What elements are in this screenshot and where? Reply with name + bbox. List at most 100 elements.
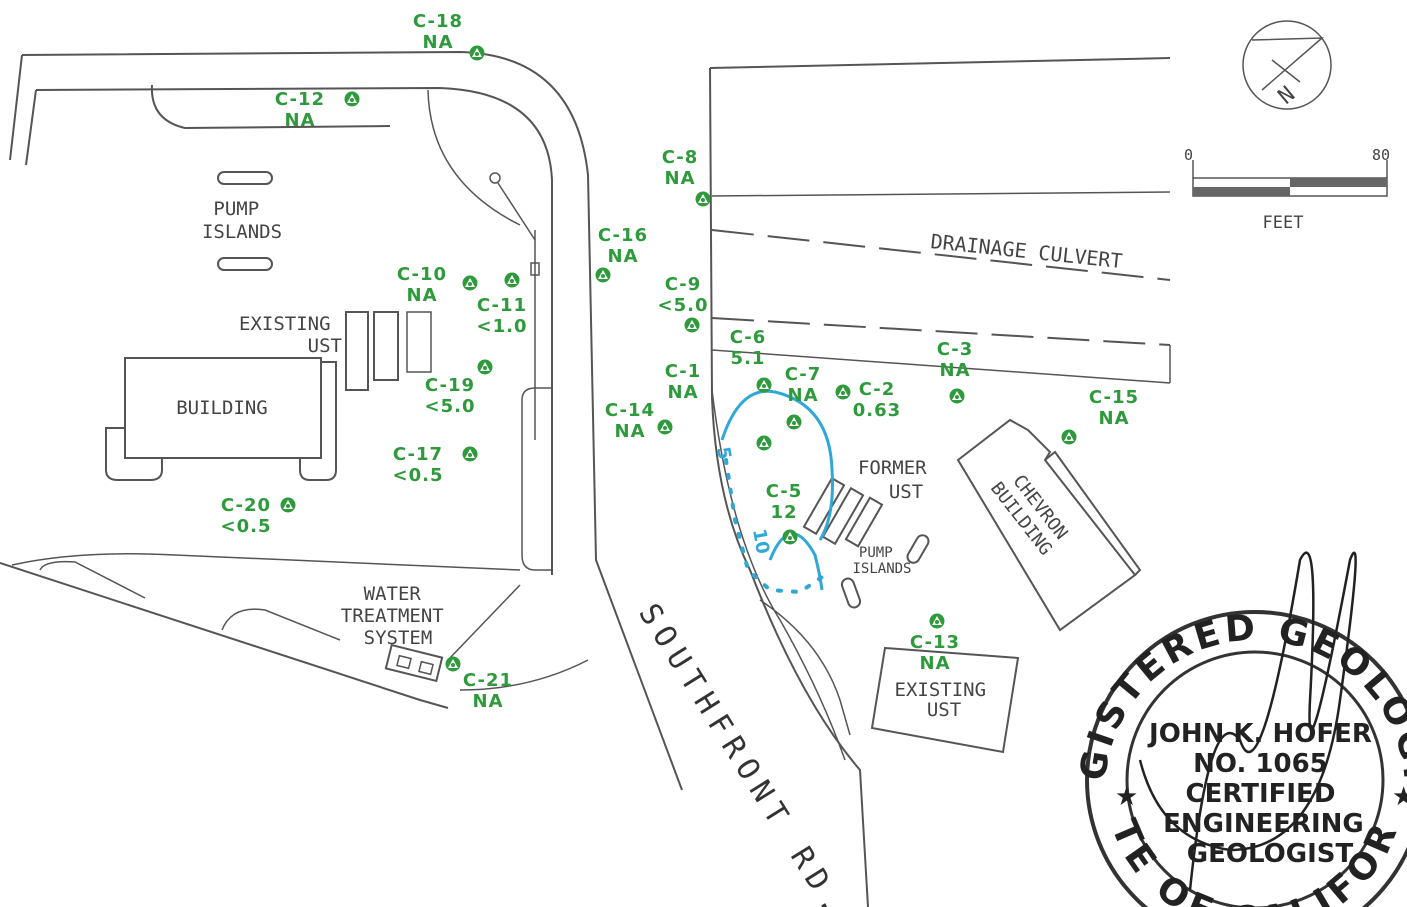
well-value: NA [940,360,971,381]
well-marker-icon [756,435,772,451]
existing-ust-east [870,646,1020,754]
well-marker-icon [477,359,493,375]
contour-5 [720,389,834,541]
well-c-19: C-19<5.0 [425,359,493,417]
well-id: C-12 [275,89,325,110]
stamp-line-4: ENGINEERING [1163,809,1364,839]
scale-unit: FEET [1263,213,1304,233]
contour-10 [768,532,824,591]
well-value: 12 [770,502,797,523]
water-treatment-system [384,643,444,683]
well-id: C-20 [221,495,271,516]
well-id: C-13 [910,632,960,653]
chevron-building [956,418,1142,632]
well-id: C-8 [662,147,699,168]
chevron-building-label: CHEVRON BUILDING [986,465,1078,566]
well-label: C-9<5.0 [658,274,709,316]
well-value: NA [423,32,454,53]
well-label: C-20<0.5 [221,495,272,537]
well-marker-icon [344,91,360,107]
well-id: C-1 [665,361,702,382]
well-value: <0.5 [393,465,444,486]
well-id: C-16 [598,225,648,246]
well-value: NA [665,168,696,189]
well-marker-icon [1061,429,1077,445]
well-id: C-17 [393,444,443,465]
well-marker-icon [782,529,798,545]
pump-islands-west-label: PUMP ISLANDS [202,198,282,243]
pump-islands-east [840,534,930,609]
well-marker-icon [595,267,611,283]
well-value: <1.0 [477,316,528,337]
well-id: C-14 [605,400,655,421]
well-id: C-9 [665,274,702,295]
pump-islands-west [217,171,273,271]
well-id: C-7 [785,364,822,385]
drainage-culvert [711,229,1171,346]
well-marker-icon [462,446,478,462]
signature [1138,551,1357,891]
stamp-line-5: GEOLOGIST [1187,839,1354,869]
well-value: NA [407,285,438,306]
well-c-11: C-11<1.0 [477,272,528,337]
stamp-line-2: NO. 1065 [1193,749,1328,779]
pump-islands-east-label: PUMP ISLANDS [852,545,911,577]
well-c-9: C-9<5.0 [658,274,709,333]
well-value: NA [788,385,819,406]
building-label: BUILDING [176,397,268,419]
well-marker-icon [657,419,673,435]
existing-ust-west-label: EXISTING UST [239,313,342,357]
well-marker-icon [280,497,296,513]
well-value: NA [473,691,504,712]
stamp-line-3: CERTIFIED [1186,779,1336,809]
well-id: C-18 [413,11,463,32]
well-value: <5.0 [425,396,476,417]
well-id: C-5 [766,481,803,502]
former-ust-label: FORMER UST [858,457,938,503]
scale-end: 80 [1372,146,1390,164]
well-value: 5.1 [731,348,766,369]
well-id: C-19 [425,375,475,396]
concentration-contours [720,389,834,595]
well-label: C-19<5.0 [425,375,476,417]
water-treatment-label: WATER TREATMENT SYSTEM [341,583,455,649]
well-marker-icon [445,656,461,672]
stamp-line-1: JOHN K. HOFER [1147,719,1372,749]
well-value: <0.5 [221,516,272,537]
well-value: 0.63 [853,400,901,421]
east-parcel-linework [709,57,1171,907]
well-marker-icon [949,388,965,404]
west-parcel-linework [0,50,683,791]
well-value: NA [608,246,639,267]
svg-text:★: ★ [1115,782,1138,812]
well-c-17: C-17<0.5 [393,444,478,486]
well-label: C-11<1.0 [477,295,528,337]
well-value: <5.0 [658,295,709,316]
well-value: NA [285,110,316,131]
road-label: SOUTHFRONT RD. [631,598,854,907]
well-value: NA [1099,408,1130,429]
scale-start: 0 [1184,146,1193,164]
